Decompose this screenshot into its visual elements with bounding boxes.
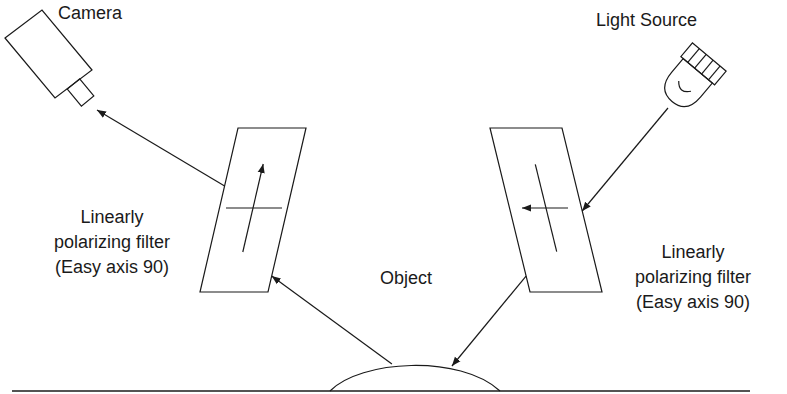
camera-body: [5, 10, 92, 98]
light-source-node: Light Source: [640, 40, 730, 120]
lamp-rib: [688, 49, 700, 63]
object-node: Object: [330, 352, 502, 392]
polarizing-filter-label: Linearly polarizing filter (Easy axis 90…: [628, 240, 758, 315]
lamp-rib: [702, 60, 714, 74]
lamp-rib: [695, 54, 707, 68]
lamp-lens: [676, 81, 691, 95]
light-ray-arrow: [452, 276, 526, 366]
camera-node: Camera: [3, 8, 128, 123]
light-ray-arrow: [272, 276, 392, 364]
filter-frame: [490, 128, 602, 292]
camera-label: Camera: [58, 1, 122, 26]
lamp-back: [681, 43, 726, 85]
lamp-body: [657, 59, 712, 114]
polarizing-filter-shape: [198, 126, 308, 294]
filter-frame: [200, 128, 306, 292]
object-outline: [330, 365, 500, 391]
polarizing-filter-shape: [488, 126, 604, 294]
camera-lens: [67, 79, 94, 106]
camera-shape: [3, 8, 128, 123]
polarizing-filter-label: Linearly polarizing filter (Easy axis 90…: [47, 205, 177, 280]
light-source-shape: [640, 40, 730, 120]
cross-axis-line: [226, 207, 282, 208]
ground-line: [12, 390, 750, 391]
object-shape: [330, 352, 502, 392]
lamp-rib: [708, 66, 720, 80]
easy-axis-arrow: [522, 207, 568, 208]
light-source-label: Light Source: [596, 8, 697, 33]
polarizing-filter-node: Linearly polarizing filter (Easy axis 90…: [488, 126, 604, 294]
object-label: Object: [380, 266, 432, 291]
light-ray-arrow: [97, 110, 225, 186]
polarizing-filter-node: Linearly polarizing filter (Easy axis 90…: [198, 126, 308, 294]
light-ray-arrow: [582, 108, 668, 211]
